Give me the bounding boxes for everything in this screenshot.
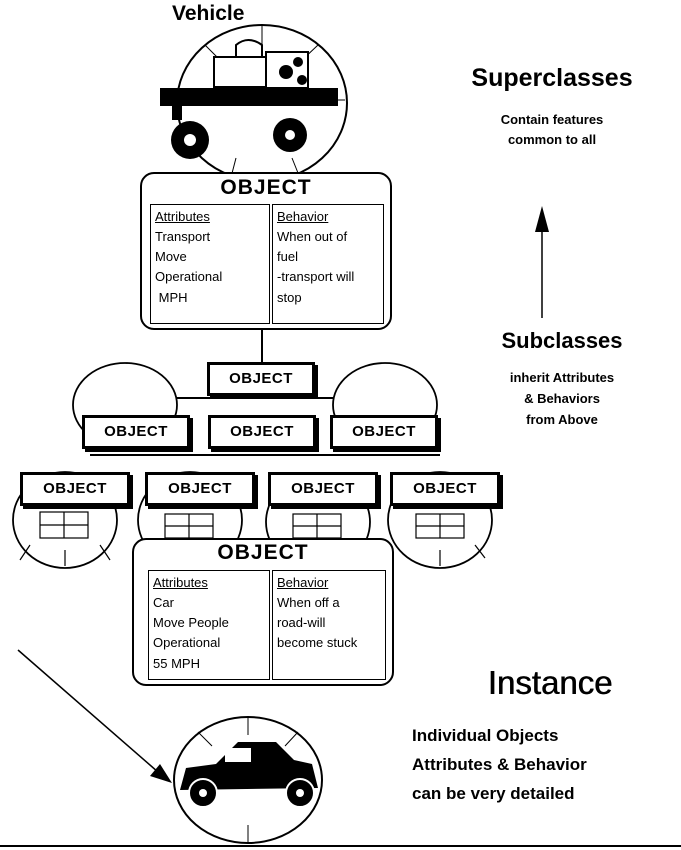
instance-object-panel: OBJECT Attributes Car Move People Operat… [132, 538, 394, 686]
behavior-item: When off a [277, 595, 340, 611]
behavior-item: become stuck [277, 635, 358, 651]
description-line: Attributes & Behavior [412, 754, 587, 774]
object-title: OBJECT [220, 176, 312, 199]
vehicle-label: Vehicle [172, 2, 245, 25]
attribute-item: 55 MPH [153, 655, 200, 671]
object-box: OBJECT [208, 415, 316, 449]
behavior-item: fuel [277, 249, 298, 265]
subclasses-title: Subclasses [501, 328, 623, 353]
attribute-item: Transport [155, 229, 211, 245]
behavior-item: road-will [277, 615, 326, 631]
subclasses-description: inherit Attributes & Behaviors from Abov… [462, 368, 662, 430]
behavior-item: stop [277, 289, 302, 305]
attributes-box: Attributes Transport Move Operational MP… [150, 204, 270, 324]
object-box: OBJECT [145, 472, 255, 506]
attribute-item: Operational [153, 635, 221, 651]
attribute-item: Move [155, 249, 187, 265]
object-box: OBJECT [207, 362, 315, 396]
instance-title: Instance [487, 664, 613, 701]
instance-arrow [17, 649, 172, 783]
object-box: OBJECT [330, 415, 438, 449]
attribute-item: Operational [155, 269, 223, 285]
attribute-item: MPH [155, 289, 188, 305]
superclasses-description: Contain features common to all [452, 110, 652, 150]
behavior-box: Behavior When off a road-will become stu… [272, 570, 386, 680]
object-title: OBJECT [217, 541, 309, 564]
behavior-item: -transport will [277, 269, 355, 285]
superclasses-title: Superclasses [471, 64, 633, 92]
attributes-header: Attributes [155, 209, 210, 224]
object-box: OBJECT [82, 415, 190, 449]
car-illustration [173, 716, 323, 844]
superclass-arrow [535, 206, 549, 318]
description-line: Contain features [500, 112, 604, 127]
attributes-box: Attributes Car Move People Operational 5… [148, 570, 270, 680]
attribute-item: Move People [153, 615, 229, 631]
object-box: OBJECT [390, 472, 500, 506]
superclass-object-panel: OBJECT Attributes Transport Move Operati… [140, 172, 392, 330]
description-line: from Above [526, 411, 598, 427]
description-line: common to all [507, 132, 597, 148]
description-line: Individual Objects [412, 726, 559, 745]
vehicle-illustration [160, 24, 348, 182]
description-line: inherit Attributes [509, 370, 615, 385]
instance-description: Individual Objects Attributes & Behavior… [412, 722, 677, 809]
description-line: & Behaviors [524, 390, 600, 406]
behavior-box: Behavior When out of fuel -transport wil… [272, 204, 384, 324]
behavior-item: When out of [277, 229, 348, 245]
behavior-header: Behavior [277, 209, 329, 224]
attribute-item: Car [153, 595, 174, 611]
object-box: OBJECT [20, 472, 130, 506]
description-line: can be very detailed [412, 783, 575, 803]
behavior-header: Behavior [277, 575, 329, 590]
attributes-header: Attributes [153, 575, 208, 590]
object-box: OBJECT [268, 472, 378, 506]
